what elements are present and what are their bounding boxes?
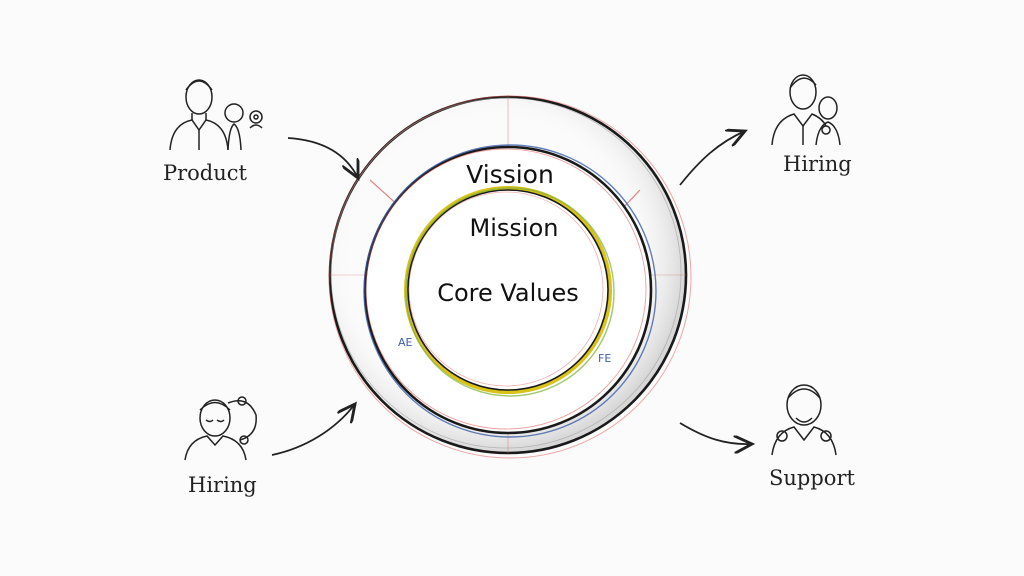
headset-person-icon [184, 396, 257, 461]
two-people-icon [771, 74, 841, 146]
support-person-icon [771, 384, 837, 456]
ring-label-core-values: Core Values [437, 279, 579, 307]
arrow-center-to-hiring [679, 131, 745, 186]
team-person-icon [169, 79, 263, 151]
tick-mark-right: FE [598, 352, 611, 365]
node-label-support: Support [769, 466, 855, 490]
ring-label-mission: Mission [469, 214, 559, 242]
inner-ring-core-values [404, 186, 615, 397]
node-label-hiring-right: Hiring [783, 152, 852, 176]
tick-mark-left: AE [398, 336, 413, 349]
arrow-hiring-to-center [271, 404, 355, 456]
node-label-product: Product [163, 161, 247, 185]
arrow-product-to-center [287, 137, 358, 178]
ring-label-vision: Vission [466, 160, 554, 189]
arrow-center-to-support [679, 422, 752, 444]
node-label-hiring-left: Hiring [188, 473, 257, 497]
